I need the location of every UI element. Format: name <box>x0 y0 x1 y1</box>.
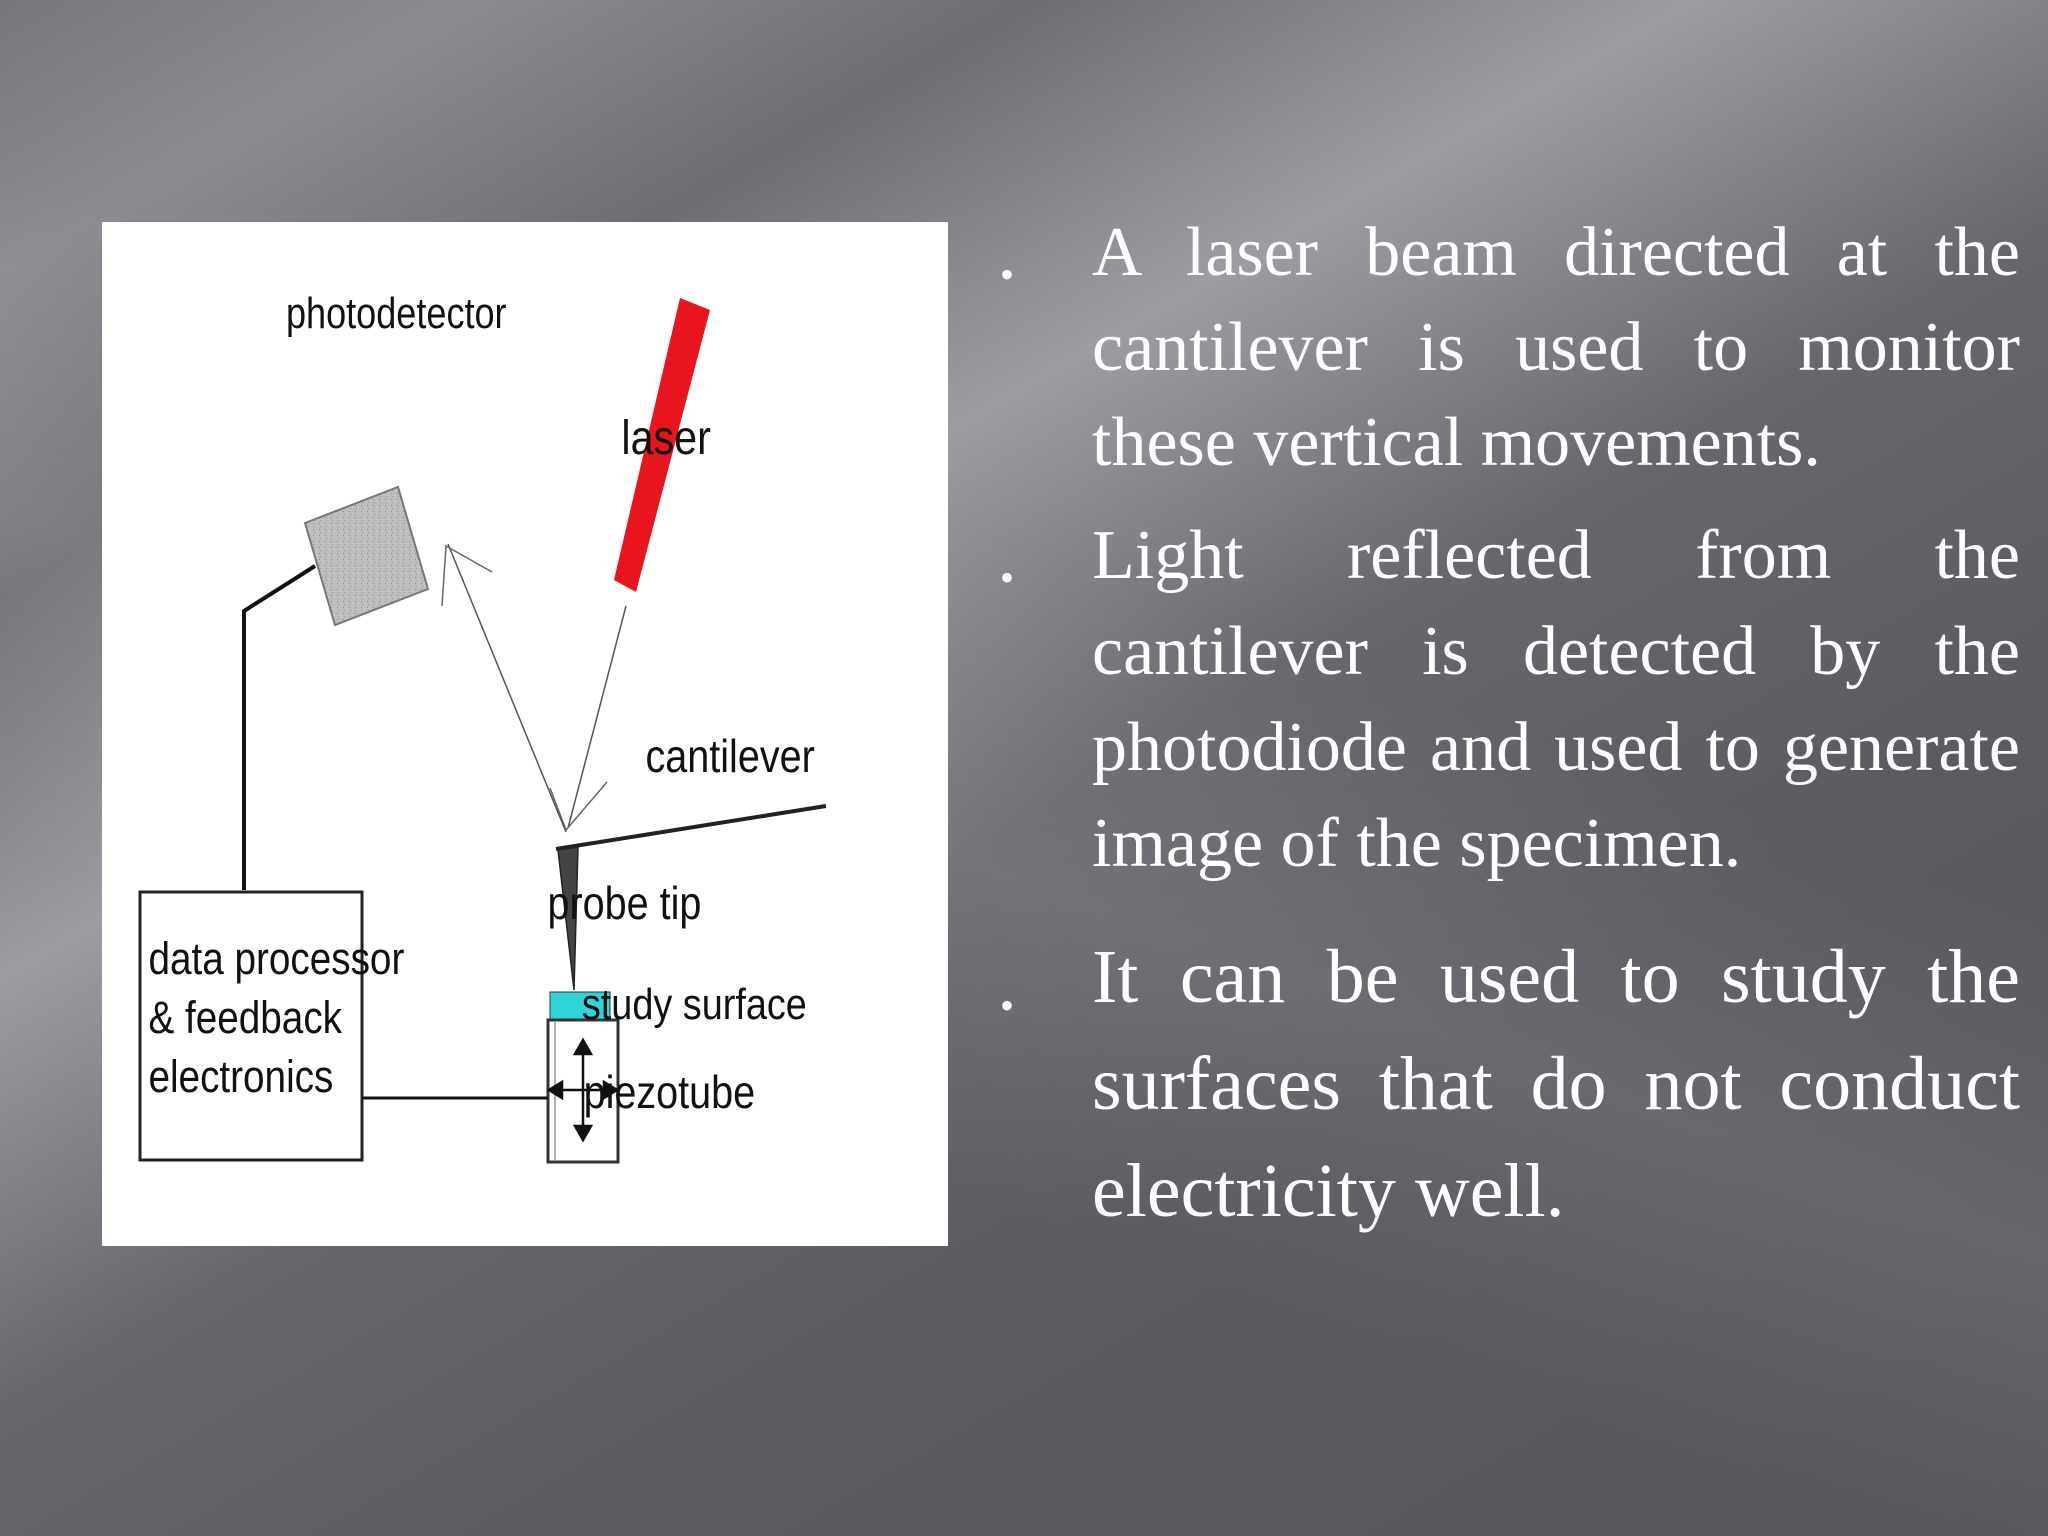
reflected-beam <box>447 543 567 833</box>
bullet-text: A laser beam directed at the cantilever … <box>1092 214 2020 481</box>
label-probe-tip: probe tip <box>547 878 701 929</box>
label-study-surface: study surface <box>582 979 807 1028</box>
probe-tip <box>557 846 579 991</box>
bullet-item-laser-beam: • A laser beam directed at the cantileve… <box>990 205 2020 490</box>
bullet-text: Light reflected from the cantilever is d… <box>1092 517 2020 882</box>
bullet-list: • A laser beam directed at the cantileve… <box>990 205 2020 1245</box>
bullet-marker: • <box>1000 555 1015 600</box>
label-processor-line2: & feedback <box>148 992 343 1042</box>
cantilever-arm <box>555 804 827 851</box>
label-laser: laser <box>621 411 711 465</box>
label-cantilever: cantilever <box>646 731 815 782</box>
afm-diagram-svg: photodetector laser cantilever probe tip… <box>138 289 827 1164</box>
label-processor-line3: electronics <box>148 1051 333 1101</box>
label-photodetector: photodetector <box>286 289 507 338</box>
bullet-marker: • <box>1000 983 1015 1028</box>
laser-bar <box>614 298 710 592</box>
bullet-marker: • <box>1000 252 1015 297</box>
label-piezotube: piezotube <box>584 1067 756 1118</box>
afm-diagram: photodetector laser cantilever probe tip… <box>102 222 948 1246</box>
bullet-item-reflected-light: • Light reflected from the cantilever is… <box>990 508 2020 892</box>
incident-beam-arrowhead <box>549 781 608 832</box>
photodetector-block <box>303 485 430 627</box>
bullet-text: It can be used to study the surfaces tha… <box>1092 935 2020 1233</box>
reflected-beam-arrowhead <box>441 544 493 607</box>
label-processor-line1: data processor <box>148 933 404 983</box>
move-arrows-icon <box>546 1037 620 1143</box>
photodetector-wire <box>242 564 317 890</box>
bullet-item-non-conductive: • It can be used to study the surfaces t… <box>990 924 2020 1245</box>
incident-beam <box>567 605 627 829</box>
processor-box <box>138 890 364 1162</box>
